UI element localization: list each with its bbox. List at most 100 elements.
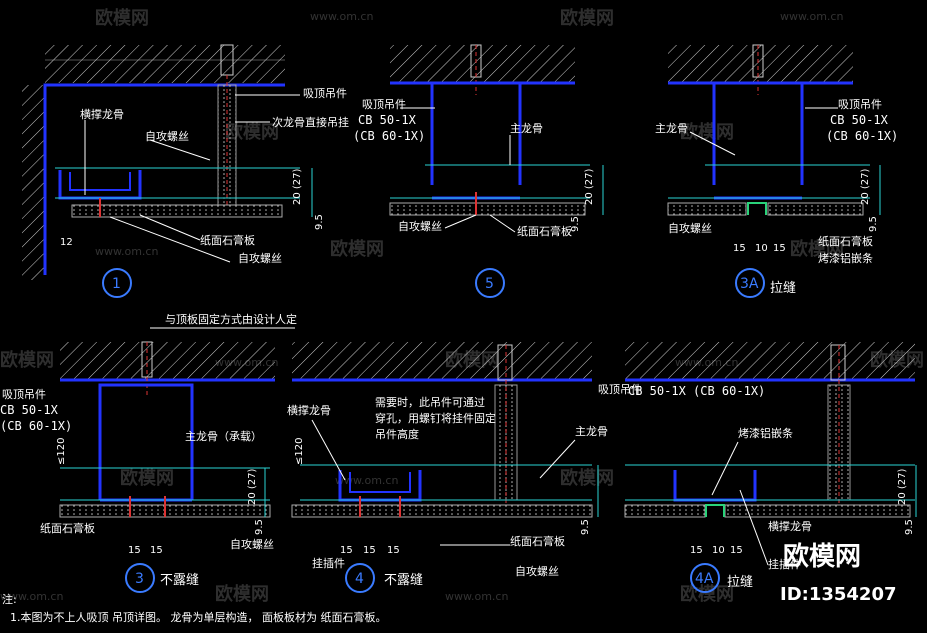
dim-d3-c: 9.5	[254, 519, 265, 535]
dim-d3a-d: 10	[755, 243, 768, 254]
detail-caption: 不露缝	[160, 573, 199, 588]
dim-d1-b: 9.5	[314, 214, 325, 230]
detail-caption: 不露缝	[384, 573, 423, 588]
watermark-url: www.om.cn	[445, 590, 508, 603]
label-d3a-5: 纸面石膏板	[818, 234, 873, 248]
detail-number: 3	[135, 571, 144, 587]
dim-d3a-b: 9.5	[868, 216, 879, 232]
dim-d3a-c: 15	[733, 243, 746, 254]
label-d4-6: 纸面石膏板	[510, 534, 565, 548]
dim-d4-d: 15	[387, 545, 400, 556]
label-d4-2: 穿孔，用螺钉将挂件固定	[375, 411, 496, 425]
dim-d4a-e: 15	[730, 545, 743, 556]
dim-d4-a: ≤120	[294, 438, 305, 465]
label-d3-6: 自攻螺丝	[230, 537, 274, 551]
detail-4: ≤120 9.5 15 15 15 横撑龙骨 需要时，此吊件可通过 穿孔，用螺钉…	[287, 342, 608, 593]
detail-number: 5	[485, 276, 494, 292]
watermark-brand: 欧模网	[215, 583, 269, 605]
label-d3a-0: 吸顶吊件	[838, 98, 882, 111]
dim-d3a-a: 20 (27)	[860, 168, 871, 205]
label-d5-5: 纸面石膏板	[517, 224, 572, 238]
detail-3a: 20 (27) 9.5 15 10 15 吸顶吊件 CB 50-1X (CB 6…	[655, 44, 898, 298]
label-d4-7: 自攻螺丝	[515, 564, 559, 578]
label-d5-0: 吸顶吊件	[362, 98, 406, 111]
label-d1-0: 横撑龙骨	[80, 107, 124, 121]
dim-d4-b: 9.5	[580, 519, 591, 535]
dim-d3a-e: 15	[773, 243, 786, 254]
watermark-url: www.om.cn	[95, 245, 158, 258]
detail-5: 20 (27) 9.5 吸顶吊件 CB 50-1X (CB 60-1X) 主龙骨…	[353, 44, 604, 298]
label-d4a-2: 烤漆铝嵌条	[738, 426, 793, 440]
label-d4a-0: 吸顶吊件	[598, 383, 642, 396]
dim-d4-e: 15	[340, 545, 353, 556]
label-d1-4: 纸面石膏板	[200, 233, 255, 247]
label-d5-4: 自攻螺丝	[398, 219, 442, 233]
watermark-brand: 欧模网	[120, 467, 174, 489]
label-d3a-6: 烤漆铝嵌条	[818, 251, 873, 265]
label-d1-5: 自攻螺丝	[238, 251, 282, 265]
detail-number: 4A	[695, 571, 714, 587]
dim-d5-a: 20 (27)	[584, 168, 595, 205]
dim-d5-b: 9.5	[570, 216, 581, 232]
watermark-url: www.om.cn	[0, 590, 63, 603]
label-d4-3: 吊件高度	[375, 427, 419, 441]
label-d3-3: (CB 60-1X)	[0, 419, 72, 433]
dim-d1-a: 20 (27)	[292, 168, 303, 205]
label-d5-1: CB 50-1X	[358, 113, 417, 127]
label-d1-1: 自攻螺丝	[145, 129, 189, 143]
label-d4-4: 主龙骨	[575, 425, 608, 438]
watermark-brand: 欧模网	[95, 7, 149, 29]
watermark-url: www.om.cn	[335, 474, 398, 487]
label-d4-1: 需要时，此吊件可通过	[375, 396, 485, 409]
label-d5-2: (CB 60-1X)	[353, 129, 425, 143]
watermark-brand: 欧模网	[0, 349, 54, 371]
label-d3-0: 与顶板固定方式由设计人定	[165, 312, 297, 326]
label-d3a-1: CB 50-1X	[830, 113, 889, 127]
dim-d4a-b: 9.5	[904, 519, 915, 535]
detail-caption: 拉缝	[770, 281, 796, 296]
label-d3-4: 主龙骨（承载）	[185, 430, 262, 443]
label-d3a-3: 主龙骨	[655, 122, 688, 135]
watermark-brand: 欧模网	[680, 583, 734, 605]
label-d3-5: 纸面石膏板	[40, 521, 95, 535]
dim-d3-a: ≤120	[56, 438, 67, 465]
detail-number: 1	[112, 276, 121, 292]
dim-d1-c: 12	[60, 237, 73, 248]
detail-1: 20 (27) 9.5 12 横撑龙骨 自攻螺丝 次龙骨直接吊挂 吸顶吊件 纸面…	[22, 44, 349, 298]
label-d4-0: 横撑龙骨	[287, 403, 331, 417]
label-d3a-2: (CB 60-1X)	[826, 129, 898, 143]
label-d1-2: 次龙骨直接吊挂	[272, 115, 349, 129]
detail-caption: 拉缝	[727, 575, 753, 590]
label-d3-2: CB 50-1X	[0, 403, 59, 417]
brand-id: ID:1354207	[780, 584, 897, 605]
detail-number: 4	[355, 571, 364, 587]
dim-d4-c: 15	[363, 545, 376, 556]
label-d5-3: 主龙骨	[510, 122, 543, 135]
detail-4a: 20 (27) 9.5 15 10 15 吸顶吊件 CB 50-1X (CB 6…	[598, 342, 917, 593]
label-d4a-1: CB 50-1X (CB 60-1X)	[628, 384, 765, 398]
watermark-brand: 欧模网	[225, 121, 279, 143]
dim-d3-b: 20 (27)	[247, 468, 258, 505]
label-d4a-4: 挂插件	[768, 557, 801, 571]
dim-d3-d: 15	[128, 545, 141, 556]
label-d1-3: 吸顶吊件	[303, 87, 347, 100]
dim-d4a-a: 20 (27)	[897, 468, 908, 505]
label-d4a-3: 横撑龙骨	[768, 519, 812, 533]
watermark-url: www.om.cn	[780, 10, 843, 23]
watermark-brand: 欧模网	[680, 121, 734, 143]
label-d3-1: 吸顶吊件	[2, 388, 46, 401]
brand-logo-text: 欧模网	[783, 541, 861, 572]
detail-number: 3A	[740, 276, 759, 292]
note-title: 注:	[2, 592, 17, 606]
dim-d3-e: 15	[150, 545, 163, 556]
label-d4-5: 挂插件	[312, 556, 345, 570]
watermark-brand: 欧模网	[330, 238, 384, 260]
note-text: 1.本图为不上人吸顶 吊顶详图。 龙骨为单层构造， 面板板材为 纸面石膏板。	[10, 610, 386, 624]
detail-3: 20 (27) 9.5 ≤120 15 15 与顶板固定方式由设计人定 吸顶吊件…	[0, 312, 297, 593]
watermark-brand: 欧模网	[560, 467, 614, 489]
dim-d4a-c: 15	[690, 545, 703, 556]
label-d3a-4: 自攻螺丝	[668, 221, 712, 235]
watermark-url: www.om.cn	[310, 10, 373, 23]
